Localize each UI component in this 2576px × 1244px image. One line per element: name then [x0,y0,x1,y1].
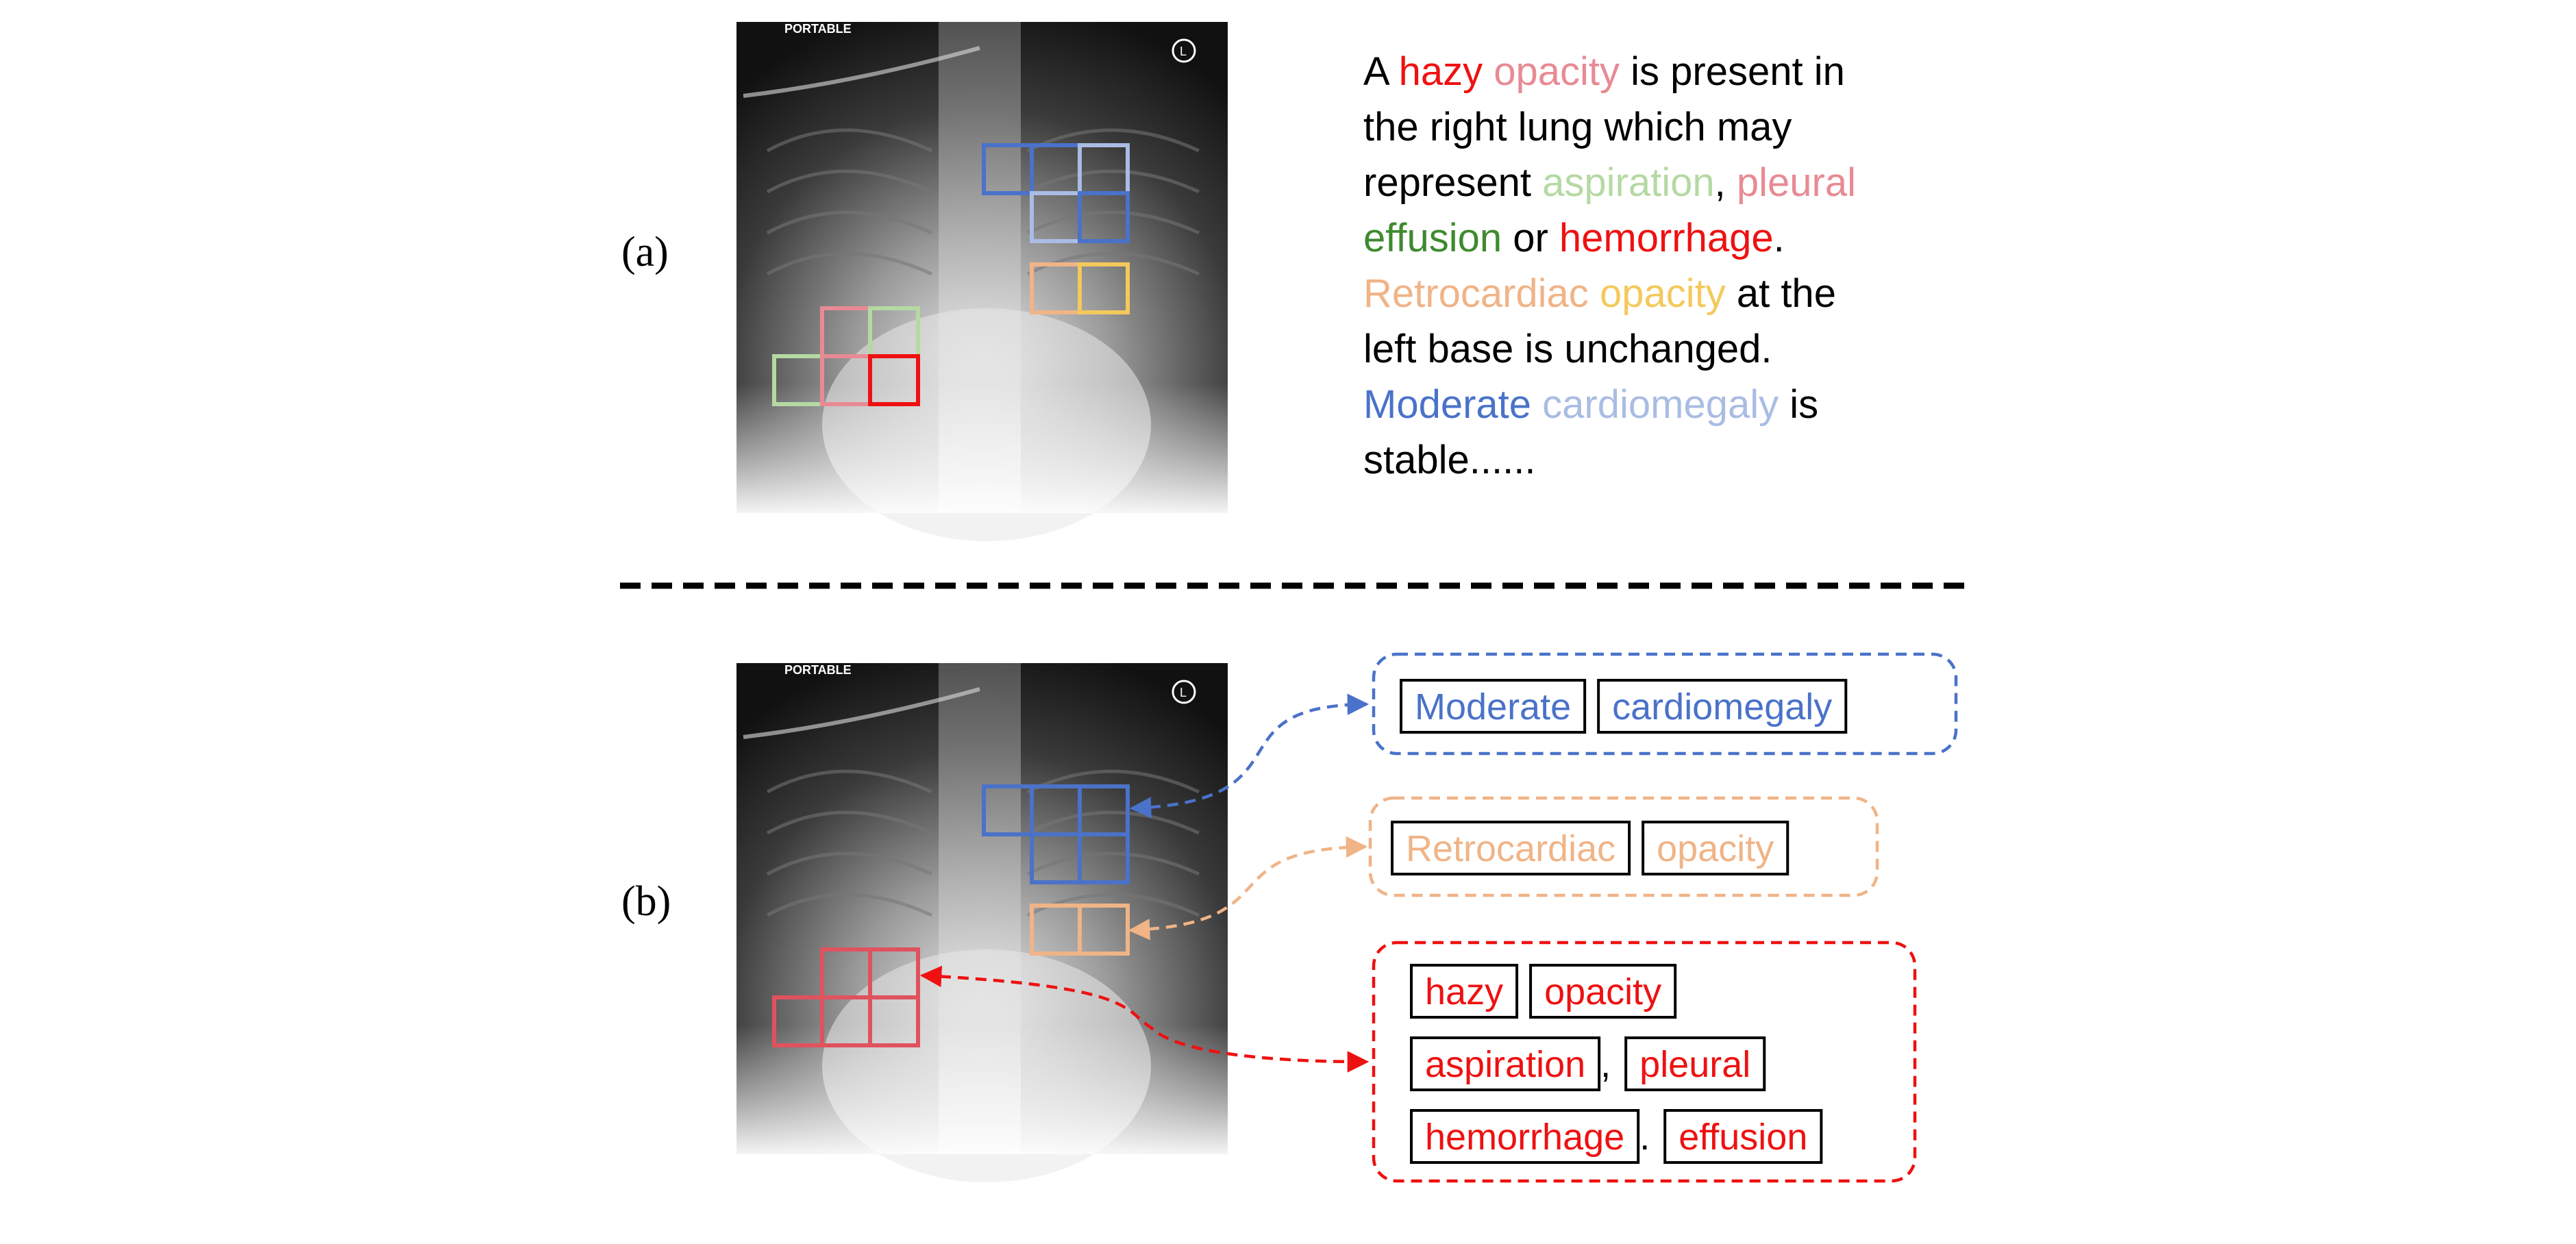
report-segment: hazy [1399,49,1483,94]
region-cell [1078,832,1130,884]
xray-a-regions [772,143,1130,406]
arrow-retrocardiac [1128,836,1368,941]
report-segment: , [1715,160,1737,205]
report-segment: . [1774,216,1785,260]
arrow-cardiomegaly [1129,693,1370,819]
region-cell [868,354,920,406]
report-segment: pleural [1737,160,1856,205]
retrocardiac-group-frame [1368,796,1879,897]
keyword-text: aspiration [1425,1044,1585,1085]
report-segment [1589,271,1600,316]
panel-a-label: (a) [621,229,669,275]
keyword-text: Retrocardiac [1406,828,1615,869]
report-segment: stable...... [1363,438,1535,482]
keyword-box [1400,679,1587,734]
report-segment: opacity [1600,271,1726,316]
keyword-punctuation: . [1639,1117,1650,1158]
keyword-box [1597,679,1848,734]
region-cell [868,995,920,1047]
report-segment: effusion [1363,216,1502,260]
xray-b-portable-label: PORTABLE [784,663,852,677]
keyword-box [1410,964,1519,1019]
report-text: A hazy opacity is present in the right lu… [1363,49,1856,482]
keyword-text: pleural [1639,1044,1750,1085]
region-cell [1078,904,1130,956]
keyword-box [1529,964,1677,1019]
report-segment: or [1502,216,1559,260]
xray-b-side-marker: L [1180,686,1187,699]
report-segment: left base is unchanged. [1363,327,1772,371]
keyword-text: opacity [1544,971,1661,1012]
keyword-text: hazy [1425,971,1503,1012]
report-segment: at the [1726,271,1836,316]
keyword-box [1410,1109,1640,1164]
report-segment: aspiration [1542,160,1714,205]
lung-group-frame [1372,941,1917,1183]
region-cell [1078,262,1130,314]
report-segment [1483,49,1494,94]
xray-b-regions [772,784,1130,1047]
report-segment: cardiomegaly [1542,382,1779,427]
keyword-text: cardiomegaly [1612,686,1832,727]
keyword-box [1391,821,1631,875]
keyword-text: hemorrhage [1425,1117,1624,1158]
report-segment: A [1363,49,1399,94]
report-segment: the right lung which may [1363,105,1792,149]
arrow-lung-findings [919,965,1370,1073]
region-arrows [919,693,1370,1073]
xray-a-side-marker: L [1180,45,1187,58]
report-segment: Retrocardiac [1363,271,1589,316]
keyword-text: effusion [1679,1117,1807,1158]
report-segment: hemorrhage [1559,216,1774,260]
keyword-box [1642,821,1789,875]
report-segment [1531,382,1542,427]
keyword-box [1410,1036,1601,1091]
keyword-box [1624,1036,1766,1091]
report-segment: is present in [1620,49,1845,94]
keyword-text: opacity [1657,828,1774,869]
keyword-text: Moderate [1415,686,1571,727]
cardiomegaly-group-frame [1372,652,1958,756]
report-segment: Moderate [1363,382,1531,427]
chest-xray-image-a: PORTABLE L [736,22,1228,541]
xray-a-portable-label: PORTABLE [784,22,852,36]
report-segment: represent [1363,160,1542,205]
keyword-punctuation: , [1600,1044,1611,1085]
panel-b-label: (b) [621,878,671,925]
chest-xray-image-b: PORTABLE L [736,663,1228,1182]
keyword-box [1663,1109,1823,1164]
report-segment: is [1779,382,1818,427]
report-segment: opacity [1494,49,1620,94]
region-cell [1078,191,1130,243]
